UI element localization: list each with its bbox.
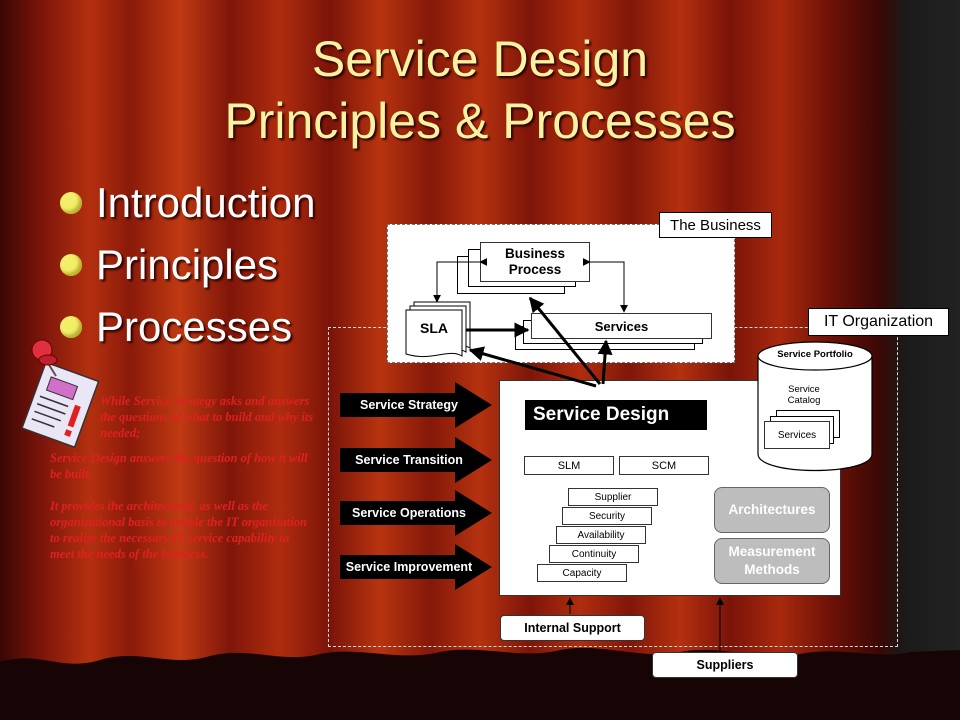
lifecycle-service-improvement: Service Improvement (345, 560, 473, 574)
slide-title: Service Design Principles & Processes (0, 28, 960, 152)
step-security: Security (562, 507, 652, 525)
bullet-principles: Principles (60, 234, 315, 296)
step-supplier: Supplier (568, 488, 658, 506)
bullet-text: Principles (96, 241, 279, 288)
business-process-box: Business Process (480, 242, 590, 282)
step-capacity: Capacity (537, 564, 627, 582)
sla-label: SLA (420, 320, 448, 336)
internal-support-box: Internal Support (500, 615, 645, 641)
service-catalog-label: Service Catalog (787, 384, 821, 406)
suppliers-box: Suppliers (652, 652, 798, 678)
measurement-methods-box: Measurement Methods (714, 538, 830, 584)
bullet-dot-icon (60, 254, 82, 276)
the-business-label: The Business (659, 212, 772, 238)
paragraph-2: It provides the architectural, as well a… (50, 499, 307, 561)
bullet-list: Introduction Principles Processes (60, 172, 315, 358)
step-continuity: Continuity (549, 545, 639, 563)
catalog-services-box: Services (764, 421, 830, 449)
slm-box: SLM (524, 456, 614, 475)
bullet-dot-icon (60, 316, 82, 338)
bullet-text: Processes (96, 303, 293, 350)
title-line-1: Service Design (311, 31, 649, 87)
service-design-title: Service Design (525, 400, 707, 430)
lifecycle-service-operations: Service Operations (352, 506, 466, 520)
title-line-2: Principles & Processes (224, 93, 736, 149)
architectures-box: Architectures (714, 487, 830, 533)
paragraph-1-part-2: Service Design answers the question of h… (50, 451, 308, 481)
it-organization-label: IT Organization (808, 308, 949, 336)
service-portfolio-title: Service Portfolio (777, 349, 853, 360)
paragraph-1-part-1: While Service Strategy asks and answers … (100, 394, 314, 440)
notepad-pushpin-icon (21, 339, 100, 448)
lifecycle-service-strategy: Service Strategy (360, 398, 458, 412)
bullet-dot-icon (60, 192, 82, 214)
bullet-processes: Processes (60, 296, 315, 358)
step-availability: Availability (556, 526, 646, 544)
scm-box: SCM (619, 456, 709, 475)
bullet-introduction: Introduction (60, 172, 315, 234)
lifecycle-service-transition: Service Transition (355, 453, 463, 467)
bullet-text: Introduction (96, 179, 316, 226)
